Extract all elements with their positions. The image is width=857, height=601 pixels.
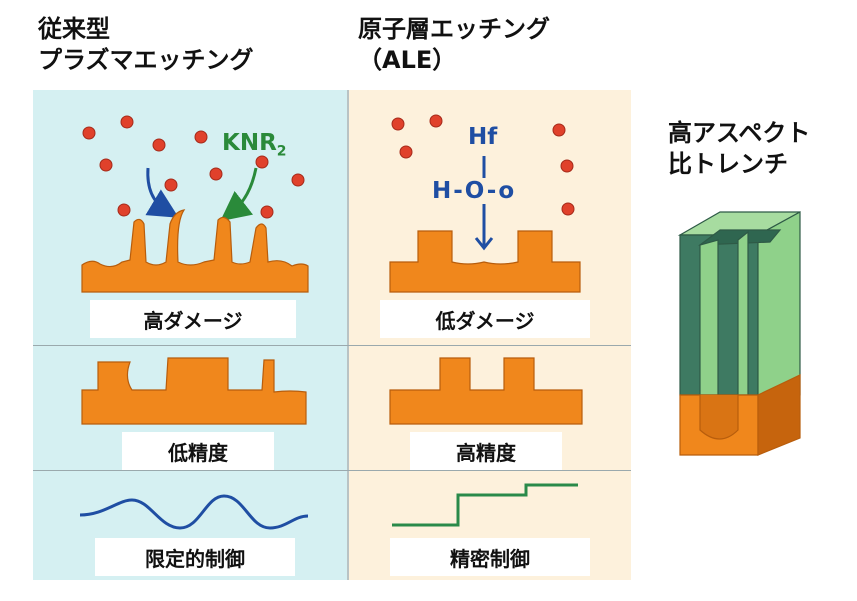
ale-particles (391, 114, 575, 216)
conventional-title: 従来型 プラズマエッチング (38, 14, 254, 76)
trench-title: 高アスペクト 比トレンチ (668, 118, 810, 180)
conventional-damaged-substrate (81, 209, 309, 293)
ale-title: 原子層エッチング （ALE） (358, 14, 550, 76)
row-divider-1 (33, 345, 631, 346)
ale-title-line1: 原子層エッチング (358, 15, 550, 43)
ale-etched-profile (389, 357, 583, 425)
conventional-etched-profile (81, 357, 307, 425)
limited-control-wave (79, 494, 309, 530)
label-high-precision: 高精度 (410, 432, 562, 470)
label-limited-control: 限定的制御 (95, 538, 295, 576)
ale-title-line2: （ALE） (358, 46, 457, 74)
ion-arrow-blue (145, 167, 179, 218)
ho-chain-label: H-O-o (432, 178, 517, 204)
trench-title-line2: 比トレンチ (668, 150, 788, 178)
conventional-title-line2: プラズマエッチング (38, 46, 254, 74)
panel-divider-vertical (347, 90, 349, 580)
ale-molecule-bonds (474, 156, 494, 251)
knr-label: KNR (222, 130, 277, 156)
trench-title-line1: 高アスペクト (668, 119, 811, 147)
label-high-damage: 高ダメージ (90, 300, 296, 338)
label-low-precision: 低精度 (122, 432, 274, 470)
conventional-title-line1: 従来型 (38, 15, 110, 43)
knr-subscript: 2 (276, 143, 287, 160)
label-precise-control: 精密制御 (390, 538, 590, 576)
ale-substrate (389, 230, 581, 293)
knr-formula: KNR2 (222, 130, 287, 160)
row-divider-2 (33, 470, 631, 471)
trench-3d (677, 210, 801, 456)
hf-label: Hf (468, 124, 498, 150)
ion-arrow-green (220, 167, 258, 222)
conventional-particles (82, 115, 305, 219)
precise-control-step (392, 483, 578, 527)
label-low-damage: 低ダメージ (380, 300, 590, 338)
